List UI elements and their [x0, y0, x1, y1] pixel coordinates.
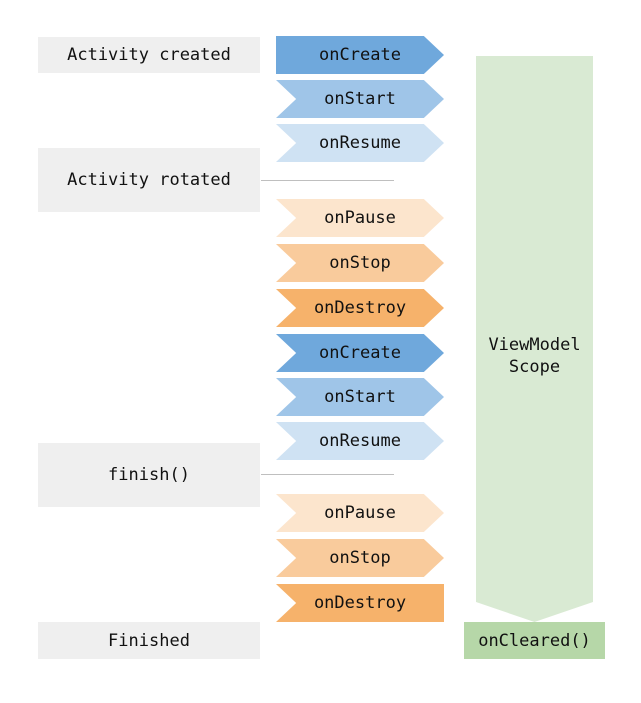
scope-label-line1: ViewModel — [488, 335, 581, 355]
step-onresume: onResume — [276, 124, 444, 162]
step-onstart: onStart — [276, 80, 444, 118]
step-onstop: onStop — [276, 244, 444, 282]
step-onresume: onResume — [276, 422, 444, 460]
step-oncreate: onCreate — [276, 36, 444, 74]
step-onpause: onPause — [276, 494, 444, 532]
state-activity-rotated: Activity rotated — [38, 148, 260, 212]
step-onstop: onStop — [276, 539, 444, 577]
step-oncreate: onCreate — [276, 334, 444, 372]
finish-divider — [261, 474, 394, 475]
state-finished: Finished — [38, 622, 260, 659]
on-cleared-box: onCleared() — [464, 622, 605, 659]
step-ondestroy: onDestroy — [276, 584, 444, 622]
rotation-divider — [261, 180, 394, 181]
state-activity-created: Activity created — [38, 37, 260, 73]
step-ondestroy: onDestroy — [276, 289, 444, 327]
step-onstart: onStart — [276, 378, 444, 416]
scope-shape — [476, 56, 593, 622]
scope-label-line2: Scope — [508, 357, 561, 377]
state-finish: finish() — [38, 443, 260, 507]
step-onpause: onPause — [276, 199, 444, 237]
viewmodel-scope-label: ViewModel Scope — [476, 334, 593, 378]
